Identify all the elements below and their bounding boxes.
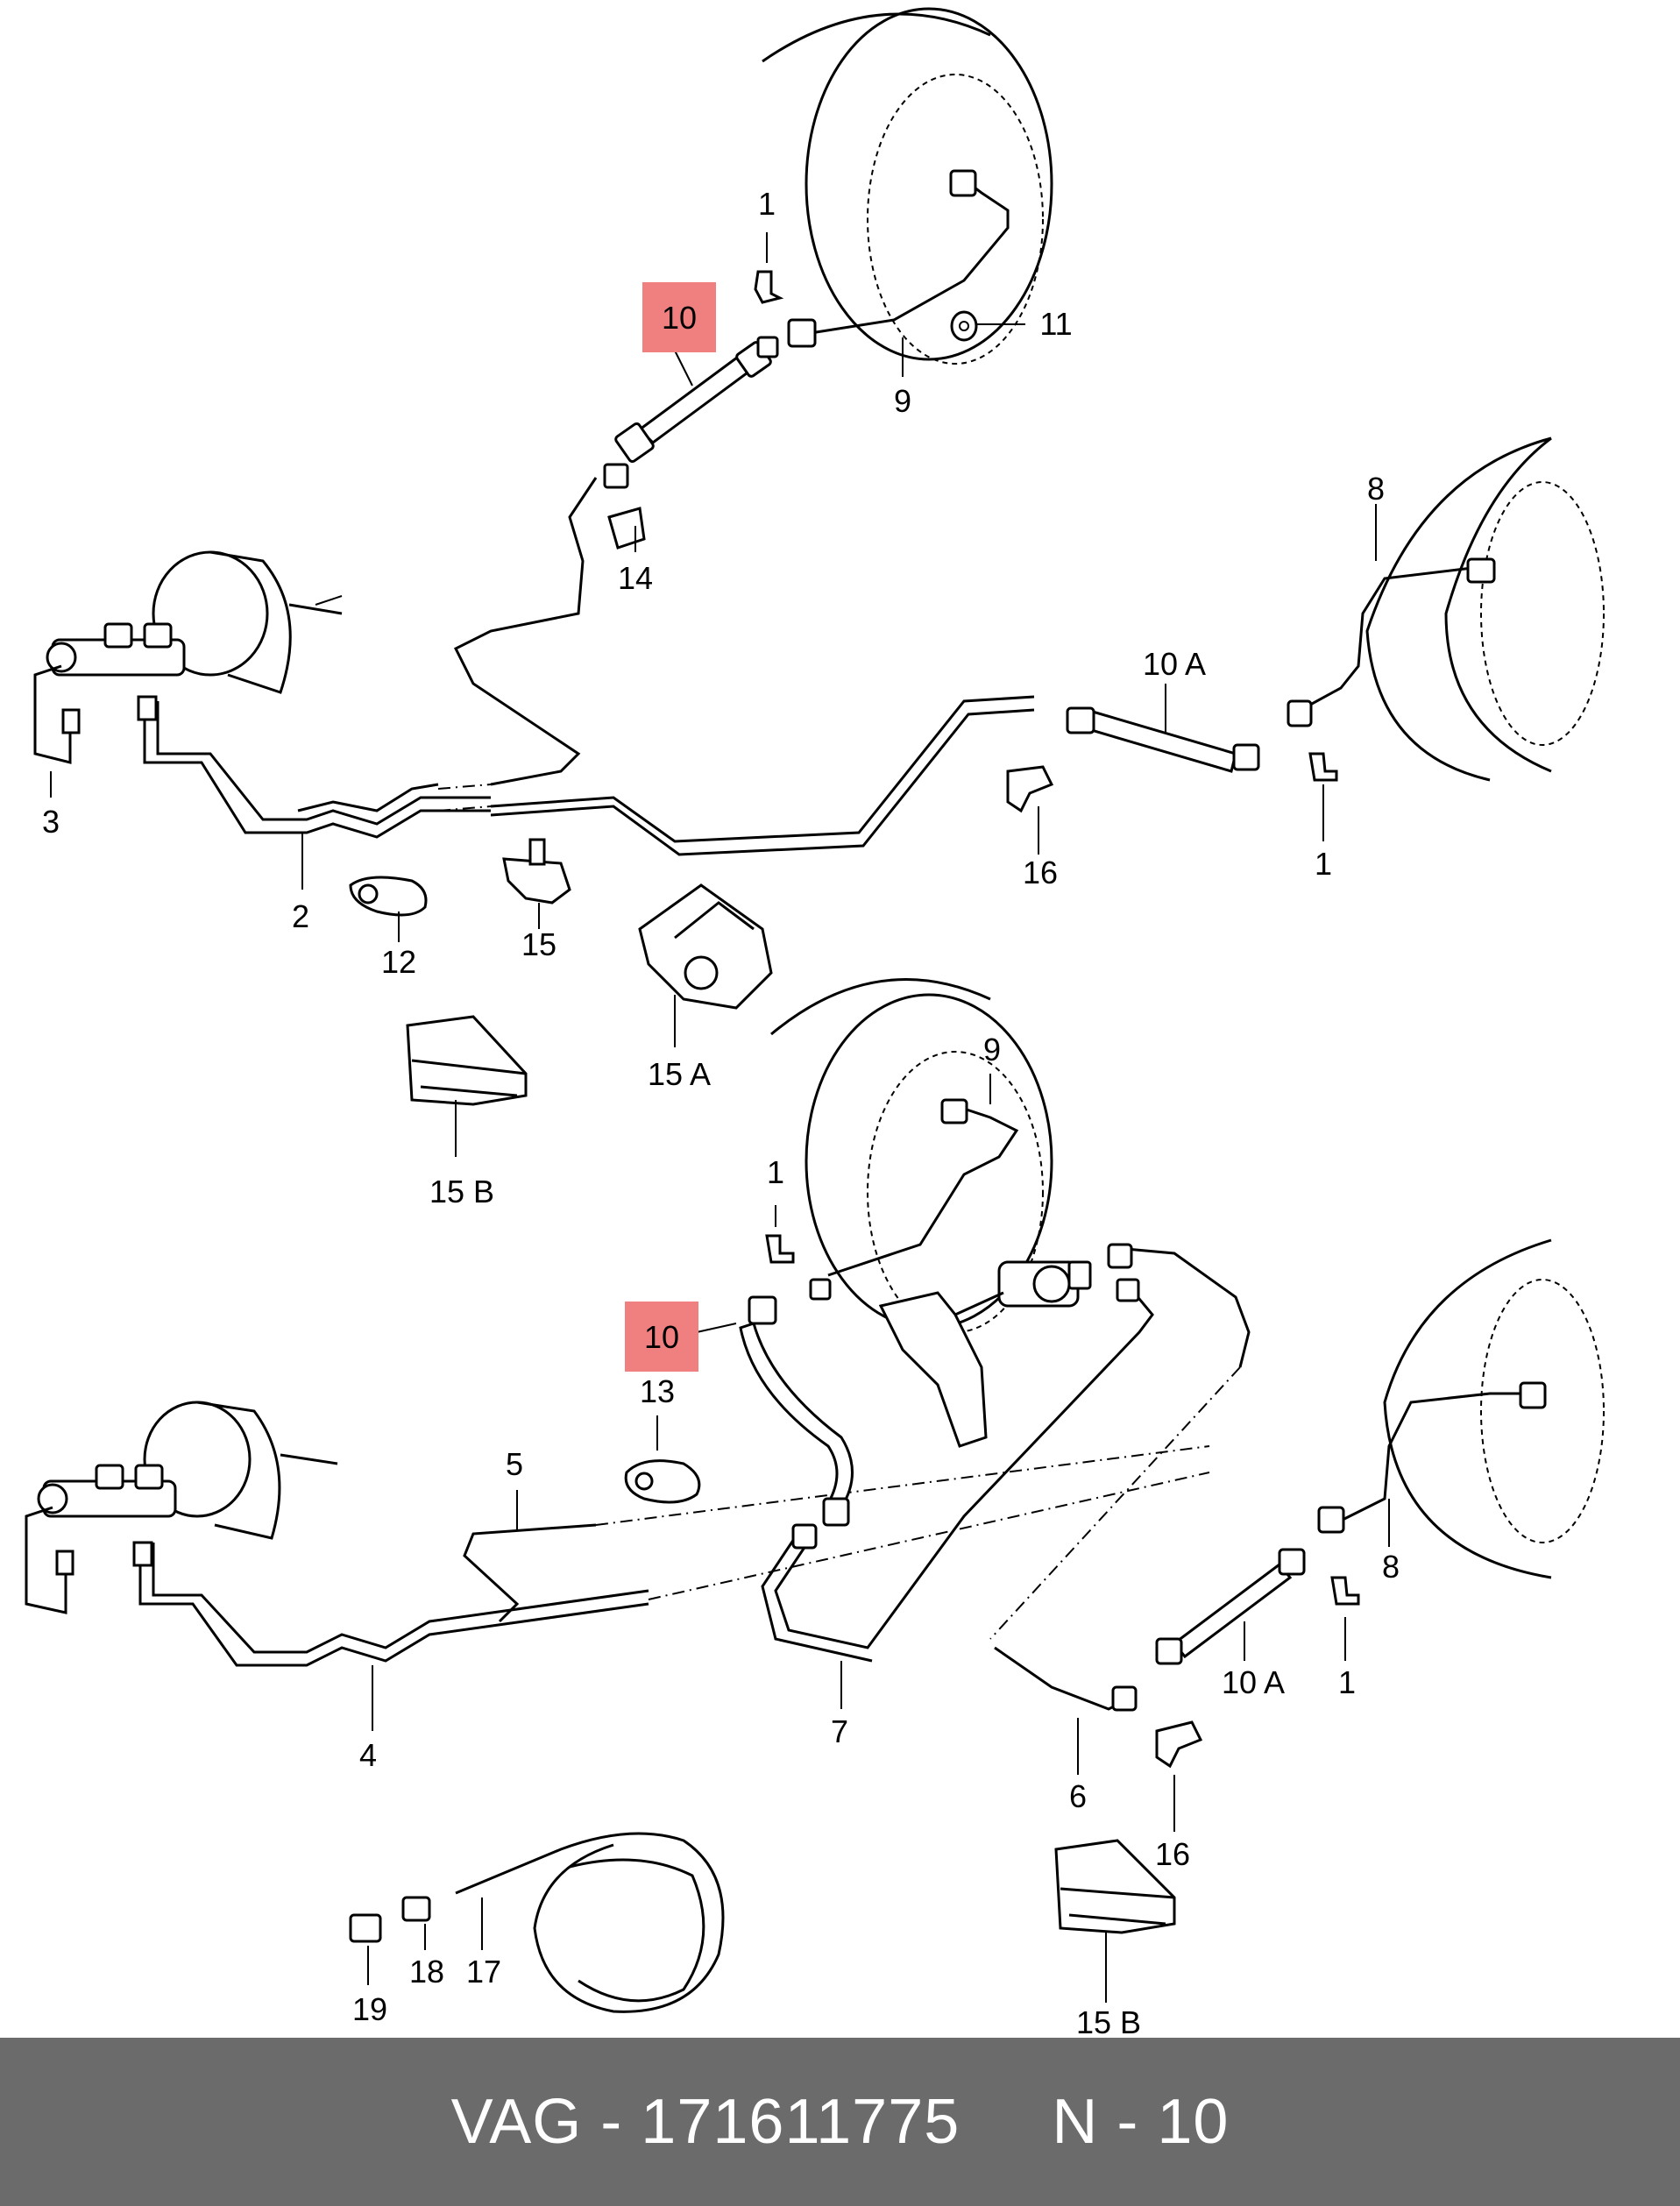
brake-line-7 xyxy=(761,1278,1154,1663)
clip-14 xyxy=(607,507,646,550)
callout-label: 9 xyxy=(894,383,911,419)
bracket-1-upper-b xyxy=(1308,752,1338,782)
callout-label: 15 B xyxy=(1076,2004,1141,2038)
callout-label: 12 xyxy=(381,944,416,980)
callout-label: 11 xyxy=(1039,306,1072,342)
fitting-19 xyxy=(349,1913,382,1943)
pressure-regulator xyxy=(878,1260,1092,1448)
part-number-text: VAG - 171611775 N - 10 xyxy=(450,2087,1230,2157)
callout-label: 3 xyxy=(42,804,60,840)
callout-label: 1 xyxy=(1315,846,1332,882)
brake-line-2 xyxy=(137,695,491,839)
callout-label: 8 xyxy=(1367,471,1385,507)
brake-line-center-upper xyxy=(453,477,1035,856)
callout-label: 10 A xyxy=(1143,646,1206,682)
callout-label: 6 xyxy=(1069,1778,1087,1814)
bracket-16-lower xyxy=(1155,1720,1203,1769)
brake-line-9-lower xyxy=(827,1098,1019,1277)
brake-hose-10-upper xyxy=(603,341,772,489)
master-cylinder-lower xyxy=(37,1464,177,1518)
callout-label: 5 xyxy=(506,1446,523,1482)
callout-label: 4 xyxy=(359,1737,377,1773)
callout-label: 19 xyxy=(352,1991,387,2027)
brake-hose-10a-lower xyxy=(1155,1548,1306,1665)
brake-line-6 xyxy=(989,1243,1251,1712)
callout-label: 18 xyxy=(409,1954,444,1990)
part-number-banner: VAG - 171611775 N - 10 xyxy=(0,2038,1680,2206)
brake-lines-exploded-diagram: 1 9 11 10 14 8 3 2 12 15 10 A 16 1 15 A … xyxy=(25,7,1605,2038)
callout-label: 1 xyxy=(1338,1664,1356,1700)
brake-line-3 xyxy=(33,664,81,764)
brake-pipe-coil-17 xyxy=(455,1832,725,2013)
brake-line-5 xyxy=(463,1445,1210,1623)
rear-brake-drum-right-upper xyxy=(1365,436,1605,782)
bracket-16-upper xyxy=(1006,765,1054,813)
callout-label: 17 xyxy=(466,1954,501,1990)
brake-hose-10a-upper xyxy=(1066,706,1260,773)
brake-line-9-upper xyxy=(756,169,1010,358)
brake-hose-10-lower xyxy=(739,1278,854,1527)
callout-label: 1 xyxy=(758,186,776,222)
brake-line-4 xyxy=(25,1506,649,1667)
callout-label: 15 B xyxy=(429,1174,494,1209)
brake-booster-lower xyxy=(143,1401,338,1540)
callout-label: 10 xyxy=(662,300,697,336)
callout-label: 7 xyxy=(831,1713,848,1749)
callout-label: 1 xyxy=(767,1154,784,1190)
grommet-11 xyxy=(950,310,978,342)
damper-12 xyxy=(349,876,428,917)
clip-15 xyxy=(502,838,571,904)
callout-label: 14 xyxy=(618,560,653,596)
rear-brake-drum-upper xyxy=(762,7,1053,365)
callout-label: 9 xyxy=(983,1032,1001,1068)
leader-lines-lower xyxy=(367,1074,1390,2003)
clip-15a xyxy=(638,883,773,1010)
bracket-1-lower-b xyxy=(1330,1576,1360,1606)
clip-15b-upper xyxy=(406,1015,528,1106)
master-cylinder-upper xyxy=(46,622,186,677)
damper-13 xyxy=(624,1459,701,1504)
bracket-1-upper-a xyxy=(754,270,784,304)
leader-lines-upper xyxy=(50,232,1377,1157)
callout-label: 10 xyxy=(644,1319,679,1355)
brake-line-8-lower xyxy=(1317,1381,1547,1534)
highlight-box-lower xyxy=(625,1302,698,1372)
callout-label: 15 A xyxy=(648,1056,711,1092)
callout-label: 2 xyxy=(292,898,309,934)
fitting-18 xyxy=(401,1896,431,1922)
brake-line-8-upper xyxy=(1287,557,1496,727)
callout-label: 13 xyxy=(640,1373,675,1409)
clip-15b-lower xyxy=(1054,1839,1176,1934)
rear-brake-drum-right-lower xyxy=(1383,1238,1605,1579)
callout-label: 16 xyxy=(1155,1836,1190,1872)
callout-label: 8 xyxy=(1382,1549,1400,1585)
callout-label: 15 xyxy=(521,926,556,962)
callout-label: 10 A xyxy=(1222,1664,1285,1700)
bracket-1-lower-a xyxy=(765,1234,795,1264)
highlight-box-upper xyxy=(642,282,716,352)
callout-label: 16 xyxy=(1023,855,1058,890)
